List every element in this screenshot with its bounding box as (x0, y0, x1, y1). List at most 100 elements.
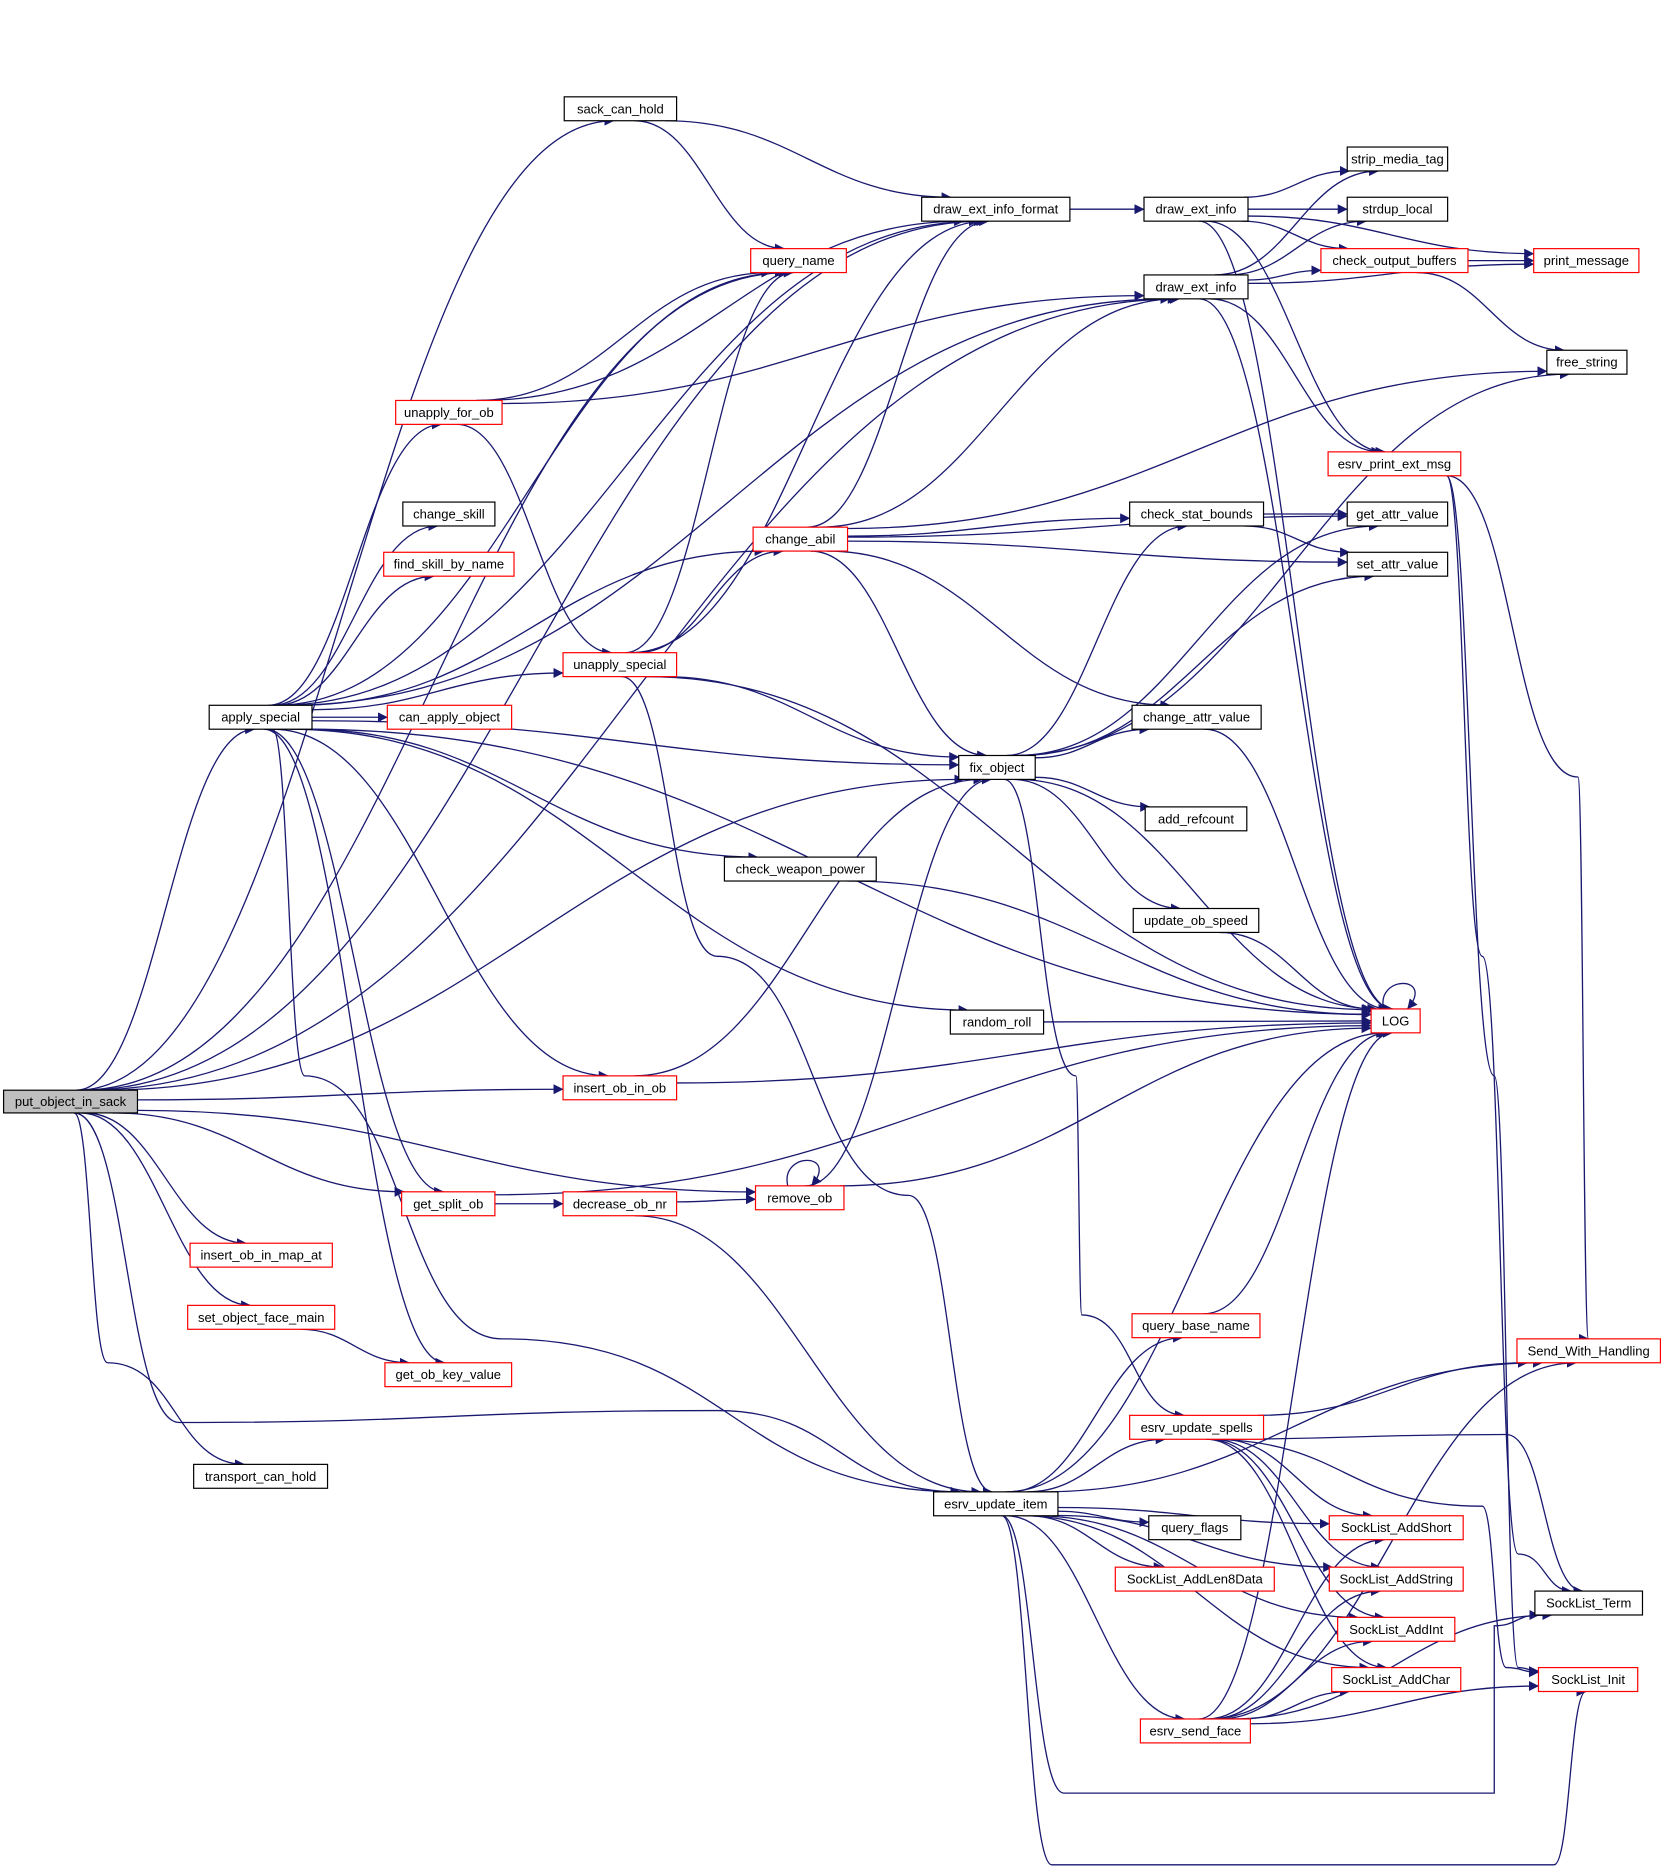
edge-esrv_update_item-to-query_base_name (1009, 1332, 1184, 1493)
node-label: strdup_local (1362, 202, 1432, 217)
edge-draw_ext_info_2-to-print_message (1247, 259, 1535, 285)
edge-decrease_ob_nr-to-remove_ob (676, 1194, 756, 1205)
node-SockList-AddChar[interactable]: SockList_AddChar (1331, 1666, 1462, 1693)
node-SockList-AddInt[interactable]: SockList_AddInt (1337, 1616, 1456, 1642)
node-box (1327, 451, 1462, 477)
edge-apply_special-to-unapply_special (311, 667, 564, 711)
edge-update_ob_speed-to-LOG (1219, 931, 1373, 1014)
edge-fix_object-to-add_refcount (1035, 776, 1151, 812)
node-box (1129, 501, 1265, 527)
node-box (562, 1075, 678, 1101)
node-box (1370, 1008, 1421, 1034)
node-set-object-face-main[interactable]: set_object_face_main (187, 1304, 336, 1330)
node-esrv-print-ext-msg[interactable]: esrv_print_ext_msg (1327, 451, 1462, 477)
node-label: esrv_update_item (944, 1496, 1047, 1511)
node-unapply-special[interactable]: unapply_special (562, 652, 678, 678)
node-SockList-Init[interactable]: SockList_Init (1537, 1666, 1639, 1693)
edge-fix_object-to-check_stat_bounds (1006, 521, 1188, 757)
edge-apply_special-to-esrv_update_item (271, 728, 961, 1497)
node-box (1131, 1313, 1261, 1339)
node-query-base-name[interactable]: query_base_name (1131, 1313, 1261, 1339)
edge-change_abil-to-free_string (847, 366, 1548, 530)
edge-put_object_in_sack-to-transport_can_hold (73, 1112, 245, 1470)
node-box (1139, 1718, 1251, 1744)
node-box (1534, 1590, 1644, 1616)
node-change-abil[interactable]: change_abil (752, 526, 849, 552)
node-label: print_message (1544, 253, 1629, 268)
node-esrv-update-spells[interactable]: esrv_update_spells (1129, 1414, 1265, 1440)
edge-esrv_update_spells-to-SockList_AddInt (1208, 1438, 1385, 1623)
edge-change_abil-to-change_attr_value (826, 550, 1171, 711)
node-can-apply-object[interactable]: can_apply_object (386, 704, 513, 730)
node-label: free_string (1556, 355, 1617, 370)
edge-put_object_in_sack-to-draw_ext_info_2 (86, 293, 1180, 1091)
edge-draw_ext_info_1-to-LOG (1198, 220, 1394, 1014)
edge-change_abil-to-draw_ext_info_format (807, 216, 990, 528)
edge-unapply_special-to-esrv_update_item (621, 675, 993, 1497)
node-print-message[interactable]: print_message (1533, 248, 1640, 274)
edge-esrv_update_item-to-SockList_AddString (1057, 1514, 1334, 1573)
node-box (1143, 196, 1249, 222)
node-box (562, 652, 678, 678)
node-label: check_stat_bounds (1141, 507, 1254, 522)
node-transport-can-hold: transport_can_hold (193, 1463, 329, 1489)
node-label: insert_ob_in_map_at (200, 1248, 322, 1263)
edge-change_abil-to-fix_object (810, 550, 988, 761)
node-find-skill-by-name[interactable]: find_skill_by_name (383, 551, 515, 577)
edge-draw_ext_info_2-to-check_output_buffers (1247, 265, 1322, 281)
node-label: check_output_buffers (1332, 253, 1457, 268)
node-box (1131, 704, 1262, 730)
edge-esrv_update_spells-to-Send_With_Handling (1257, 1357, 1528, 1417)
node-get-ob-key-value[interactable]: get_ob_key_value (384, 1362, 513, 1388)
node-box (1144, 806, 1248, 832)
edge-esrv_update_item-to-SockList_Term (1001, 1515, 1540, 1794)
node-Send-With-Handling[interactable]: Send_With_Handling (1516, 1338, 1662, 1364)
node-decrease-ob-nr[interactable]: decrease_ob_nr (562, 1191, 678, 1217)
node-SockList-AddLen8Data[interactable]: SockList_AddLen8Data (1114, 1566, 1275, 1592)
node-get-split-ob[interactable]: get_split_ob (401, 1191, 496, 1217)
node-label: draw_ext_info (1156, 279, 1237, 294)
node-LOG[interactable]: LOG (1370, 1008, 1421, 1034)
node-SockList-AddShort[interactable]: SockList_AddShort (1328, 1515, 1464, 1541)
node-box (208, 704, 313, 730)
node-strip-media-tag: strip_media_tag (1346, 146, 1449, 172)
edge-esrv_update_spells-to-SockList_AddString (1212, 1438, 1382, 1573)
edge-unapply_for_ob-to-draw_ext_info_format (481, 216, 965, 402)
node-box (958, 754, 1036, 781)
node-update-ob-speed: update_ob_speed (1132, 907, 1260, 934)
node-box (1546, 349, 1628, 375)
edge-LOG-to-LOG (1382, 982, 1418, 1010)
node-check-output-buffers[interactable]: check_output_buffers (1320, 248, 1469, 274)
node-SockList-AddString[interactable]: SockList_AddString (1328, 1566, 1464, 1592)
node-esrv-send-face[interactable]: esrv_send_face (1139, 1718, 1251, 1744)
node-get-attr-value: get_attr_value (1346, 501, 1449, 527)
edge-draw_ext_info_2-to-strdup_local (1226, 216, 1367, 276)
edge-check_output_buffers-to-free_string (1417, 271, 1565, 356)
node-insert-ob-in-map-at[interactable]: insert_ob_in_map_at (189, 1242, 333, 1268)
edge-unapply_special-to-fix_object (663, 675, 960, 763)
node-box (1537, 1666, 1639, 1693)
node-label: can_apply_object (399, 710, 501, 725)
edge-check_stat_bounds-to-set_attr_value (1244, 525, 1351, 558)
node-unapply-for-ob[interactable]: unapply_for_ob (395, 399, 503, 425)
node-label: decrease_ob_nr (573, 1196, 668, 1211)
node-insert-ob-in-ob[interactable]: insert_ob_in_ob (562, 1075, 678, 1101)
node-label: set_attr_value (1357, 557, 1439, 572)
node-box (2, 1089, 139, 1114)
node-remove-ob[interactable]: remove_ob (754, 1185, 845, 1211)
node-query-name[interactable]: query_name (750, 248, 847, 274)
node-box (1148, 1515, 1242, 1541)
node-box (723, 856, 877, 882)
node-label: change_abil (765, 532, 835, 547)
edge-fix_object-to-LOG (1015, 778, 1378, 1014)
edge-put_object_in_sack-to-set_object_face_main (80, 1112, 252, 1311)
node-query-flags: query_flags (1148, 1515, 1242, 1541)
node-label: LOG (1382, 1013, 1409, 1028)
edge-apply_special-to-draw_ext_info_format (277, 216, 979, 706)
node-box (193, 1463, 329, 1489)
node-box (1346, 551, 1449, 577)
node-strdup-local: strdup_local (1346, 196, 1449, 222)
edge-remove_ob-to-LOG (839, 1023, 1372, 1187)
node-box (402, 501, 496, 527)
edge-unapply_for_ob-to-query_name (476, 267, 772, 402)
